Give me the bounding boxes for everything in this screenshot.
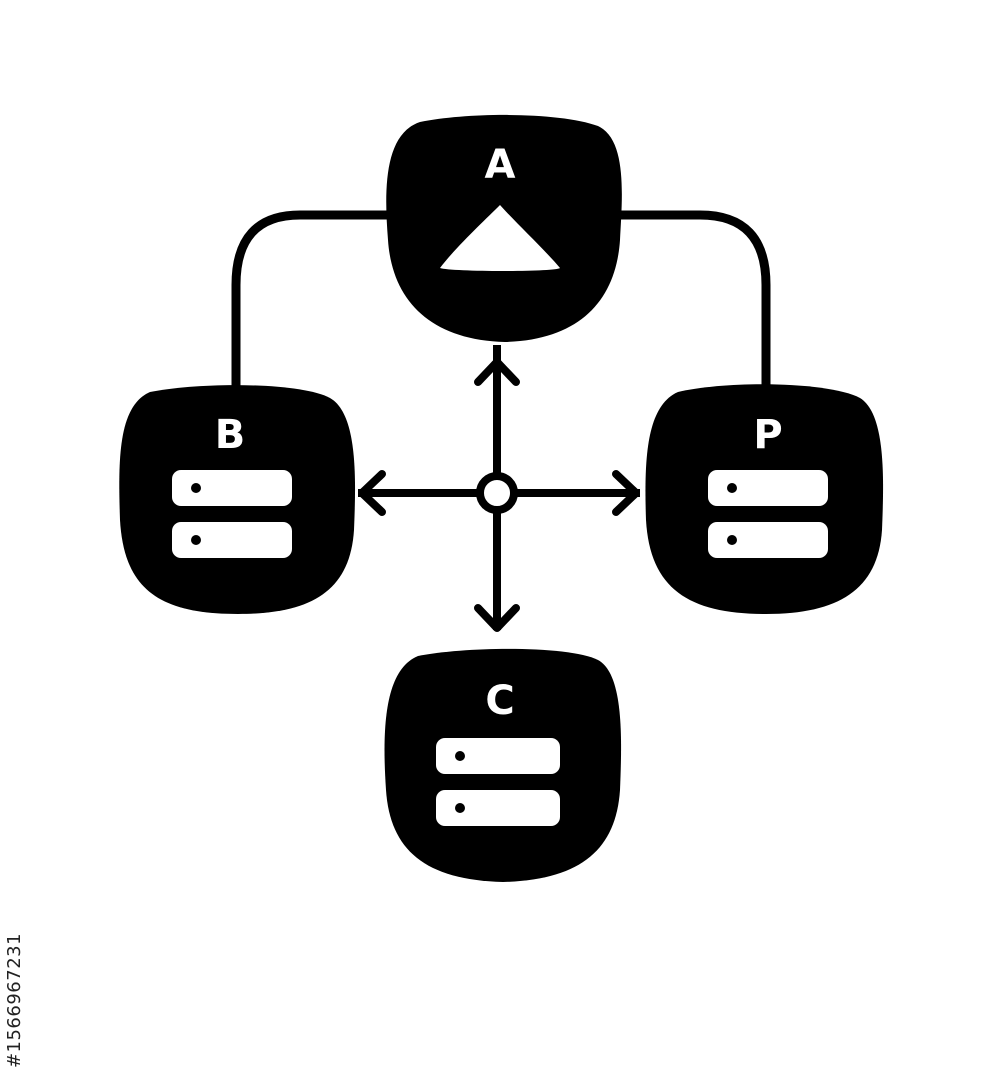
node-left: B (119, 385, 356, 614)
server-stack-icon (172, 470, 292, 558)
triangle-icon (440, 205, 560, 271)
node-left-label: B (215, 412, 246, 458)
connector-top-to-left (231, 210, 392, 390)
stock-id-watermark: #1566967231 (2, 760, 28, 1068)
arrow-hub-to-bottom (474, 510, 520, 632)
connector-top-to-right (612, 210, 771, 390)
node-bottom: C (384, 648, 622, 882)
server-stack-icon (708, 470, 828, 558)
arrow-hub-to-right (515, 470, 640, 516)
node-bottom-label: C (485, 678, 514, 724)
network-diagram: A B P C (119, 114, 884, 882)
server-stack-icon (436, 738, 560, 826)
stock-id-text: #1566967231 (4, 932, 26, 1068)
arrow-hub-to-left (358, 470, 480, 516)
node-top: A (386, 114, 622, 342)
node-top-label: A (485, 142, 516, 188)
node-right-label: P (753, 412, 782, 458)
node-right: P (645, 384, 884, 614)
arrow-hub-to-top (474, 345, 520, 478)
hub-circle-icon (476, 472, 518, 514)
